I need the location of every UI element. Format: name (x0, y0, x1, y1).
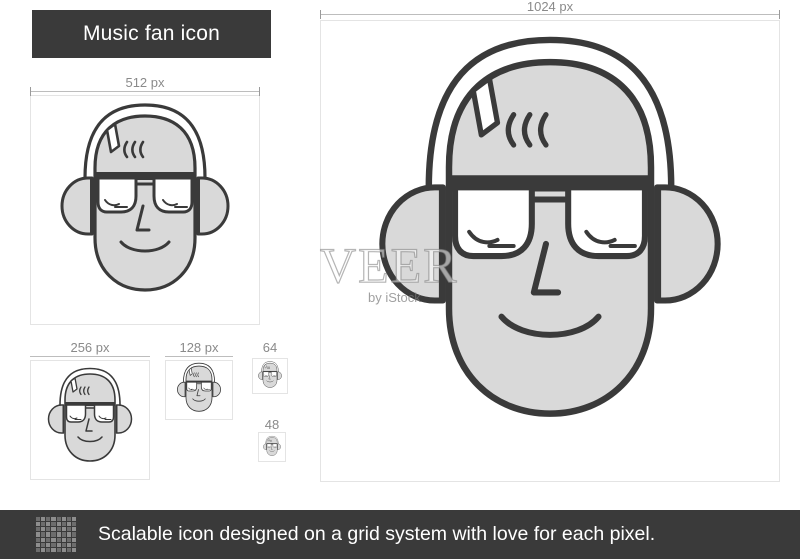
guide-tick (320, 10, 321, 19)
size-label-512: 512 px (105, 76, 185, 90)
icon-frame-256 (30, 360, 150, 480)
music-fan-icon-64 (258, 361, 282, 388)
music-fan-icon-256 (47, 367, 133, 462)
guide-tick (30, 87, 31, 96)
icon-frame-512 (30, 95, 260, 325)
guide-tick (259, 87, 260, 96)
music-fan-icon-128 (177, 362, 221, 412)
icon-frame-128 (165, 360, 233, 420)
pixel-grid-icon (36, 516, 76, 553)
guide-128 (165, 356, 233, 357)
guide-1024 (320, 14, 780, 15)
music-fan-icon-1024 (320, 30, 780, 470)
icon-frame-48 (258, 432, 286, 462)
guide-512 (30, 91, 260, 92)
size-label-128: 128 px (165, 341, 233, 355)
icon-frame-1024 (320, 20, 780, 482)
size-label-48: 48 (258, 418, 286, 432)
size-label-256: 256 px (50, 341, 130, 355)
guide-tick (779, 10, 780, 19)
footer-bar: Scalable icon designed on a grid system … (0, 510, 800, 559)
size-label-64: 64 (252, 341, 288, 355)
title-text: Music fan icon (82, 22, 221, 45)
footer-text: Scalable icon designed on a grid system … (98, 523, 656, 545)
page-title: Music fan icon (32, 10, 271, 58)
size-label-1024: 1024 px (500, 0, 600, 14)
music-fan-icon-48 (263, 436, 281, 456)
music-fan-icon-512 (60, 103, 230, 292)
guide-256 (30, 356, 150, 357)
icon-frame-64 (252, 358, 288, 394)
